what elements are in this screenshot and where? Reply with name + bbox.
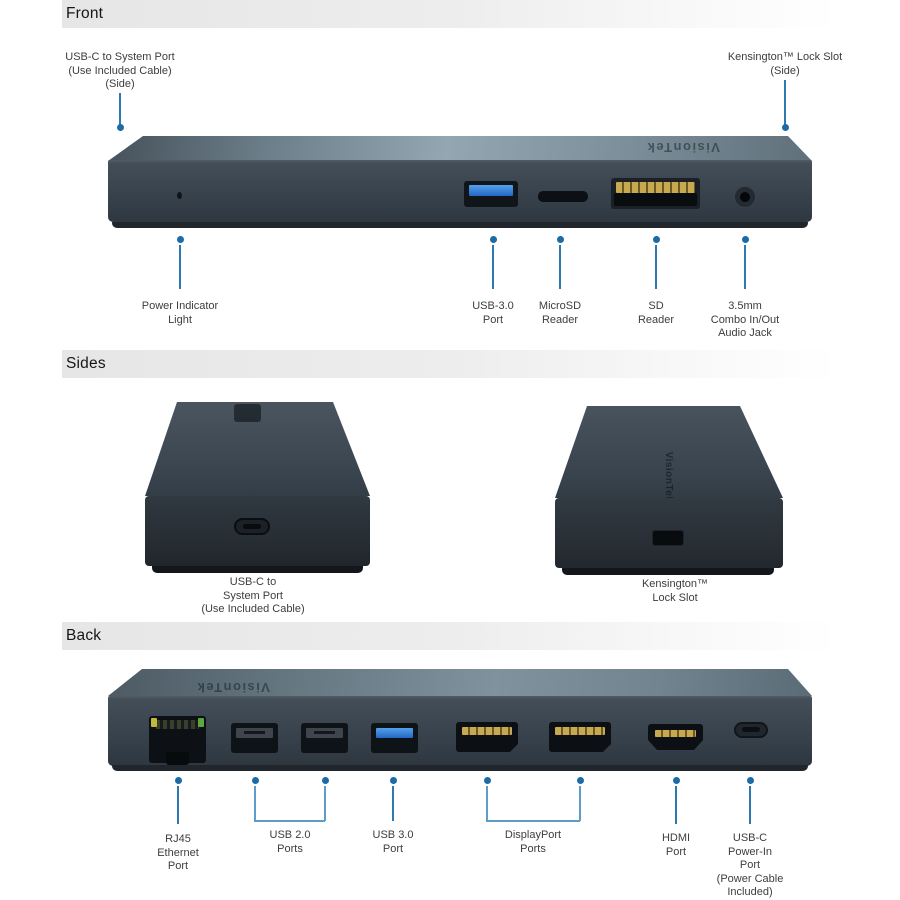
callout-line: [119, 93, 121, 125]
audio-jack-hole: [740, 192, 750, 202]
callout-label-audio: 3.5mm Combo In/Out Audio Jack: [710, 300, 780, 339]
dock-side-right-base: [562, 568, 774, 575]
usb3-port-front-tab: [469, 185, 513, 196]
callout-dot: [321, 777, 329, 784]
microsd-slot: [538, 191, 588, 202]
callout-label-rj45: RJ45 Ethernet Port: [157, 833, 199, 872]
callout-line: [559, 245, 561, 289]
hdmi-pins: [655, 730, 696, 737]
visiontek-logo-side-left: [234, 404, 261, 422]
power-led-hole: [177, 192, 182, 199]
caption-usbc-system-port: USB-C to System Port (Use Included Cable…: [201, 576, 305, 615]
callout-bracket-line: [254, 786, 256, 821]
callout-label-usb3-front: USB-3.0 Port: [472, 300, 514, 326]
callout-dot: [116, 124, 124, 131]
sd-card-opening: [614, 193, 697, 206]
callout-label-usb2: USB 2.0 Ports: [269, 829, 311, 855]
dock-back-top-face: [108, 669, 812, 696]
usb2-port-2-slot: [314, 731, 335, 734]
callout-label-microsd: MicroSD Reader: [538, 300, 582, 326]
displayport-1-pins: [462, 727, 512, 735]
callout-line: [492, 245, 494, 289]
callout-line: [749, 786, 751, 824]
rj45-led-yellow: [151, 718, 157, 727]
callout-label-hdmi: HDMI Port: [661, 832, 691, 858]
section-header-sides: Sides: [62, 350, 838, 378]
callout-dot: [176, 236, 184, 243]
callout-dot: [672, 777, 680, 784]
callout-line: [655, 245, 657, 289]
callout-line: [675, 786, 677, 824]
dock-side-right-top-face: [555, 406, 783, 498]
callout-dot: [174, 777, 182, 784]
section-header-back: Back: [62, 622, 838, 650]
callout-label-usbc-power: USB-C Power-In Port (Power Cable Include…: [716, 832, 784, 898]
callout-line: [177, 786, 179, 824]
usbc-system-port-pin: [243, 524, 261, 529]
callout-label-kensington-side: Kensington™ Lock Slot (Side): [727, 51, 843, 77]
callout-label-power-indicator: Power Indicator Light: [141, 300, 219, 326]
rj45-pins: [156, 720, 199, 729]
callout-dot: [556, 236, 564, 243]
callout-dot: [483, 777, 491, 784]
callout-dot: [652, 236, 660, 243]
rj45-latch: [166, 752, 189, 765]
rj45-led-green: [198, 718, 204, 727]
caption-kensington-lock: Kensington™ Lock Slot: [641, 578, 709, 604]
visiontek-logo-back: VisionTek: [196, 680, 270, 695]
usb3-port-back-tab: [376, 728, 413, 738]
callout-dot: [781, 124, 789, 131]
displayport-2-pins: [555, 727, 605, 735]
dock-front-face: [108, 160, 812, 222]
usb2-port-1-slot: [244, 731, 265, 734]
callout-dot: [741, 236, 749, 243]
callout-dot: [489, 236, 497, 243]
callout-bracket-line: [579, 786, 581, 821]
callout-bracket-line: [254, 820, 325, 822]
callout-label-sd: SD Reader: [637, 300, 675, 326]
dock-side-left-base: [152, 566, 363, 573]
callout-line: [784, 80, 786, 125]
callout-bracket-line: [486, 820, 580, 822]
callout-line: [392, 786, 394, 821]
callout-dot: [576, 777, 584, 784]
callout-bracket-line: [486, 786, 488, 821]
callout-label-displayport: DisplayPort Ports: [504, 829, 562, 855]
sd-card-pins: [616, 182, 695, 193]
callout-dot: [746, 777, 754, 784]
kensington-lock-slot: [652, 530, 684, 546]
callout-label-usb3-back: USB 3.0 Port: [372, 829, 414, 855]
callout-dot: [389, 777, 397, 784]
dock-front-top-face: [108, 136, 812, 161]
dock-front-base: [112, 222, 808, 228]
visiontek-logo-front: VisionTek: [646, 140, 720, 155]
usbc-power-port-pin: [742, 727, 760, 732]
section-header-front: Front: [62, 0, 838, 28]
callout-line: [179, 245, 181, 289]
callout-line: [744, 245, 746, 289]
dock-back-base: [112, 765, 808, 771]
hdmi-port: [648, 724, 703, 750]
callout-label-usbc-side: USB-C to System Port (Use Included Cable…: [65, 51, 175, 90]
callout-bracket-line: [324, 786, 326, 821]
callout-dot: [251, 777, 259, 784]
